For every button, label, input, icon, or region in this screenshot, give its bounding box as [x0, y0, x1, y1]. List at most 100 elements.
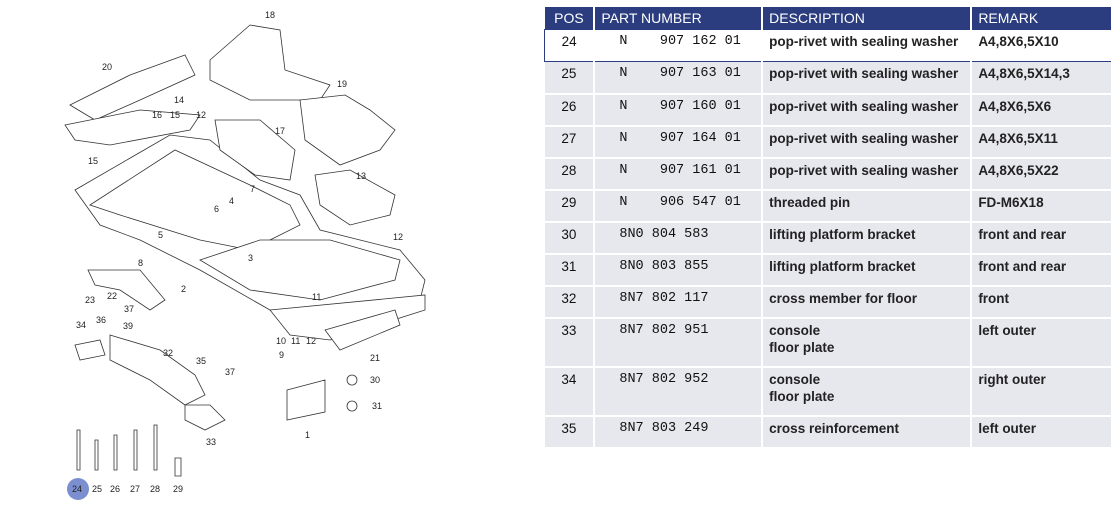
part-number-text: N 906 547 01 [619, 194, 741, 210]
cell-part-number: N 907 163 01 [594, 61, 764, 95]
callout: 25 [92, 484, 102, 494]
cell-pos: 31 [544, 253, 596, 287]
callout: 10 [276, 336, 286, 346]
callout: 35 [196, 356, 206, 366]
part-number-text: 8N7 802 117 [619, 290, 709, 306]
description-line: pop-rivet with sealing washer [769, 130, 959, 146]
description-line: threaded pin [769, 194, 851, 210]
selected-callout-highlight [67, 478, 89, 500]
cell-description: cross member for floor [762, 285, 973, 319]
part-number-text: N 907 162 01 [619, 34, 741, 49]
callout: 15 [170, 110, 180, 120]
cell-remark: A4,8X6,5X22 [971, 157, 1113, 191]
callout: 6 [214, 204, 219, 214]
callout: 24 [72, 484, 82, 494]
callout: 17 [275, 126, 285, 136]
table-row[interactable]: 27 N 907 164 01 pop-rivet with sealing was… [544, 125, 1113, 159]
callout: 9 [279, 350, 284, 360]
cell-description: pop-rivet with sealing washer [762, 157, 973, 191]
column-header-remark: REMARK [971, 7, 1113, 30]
cell-pos: 35 [544, 415, 596, 449]
cell-remark: A4,8X6,5X10 [971, 29, 1113, 62]
callout: 16 [152, 110, 162, 120]
part-number-text: 8N7 803 249 [619, 420, 709, 436]
callout: 19 [337, 79, 347, 89]
callout: 8 [138, 258, 143, 268]
description-line: lifting platform bracket [769, 226, 916, 242]
callout: 29 [173, 484, 183, 494]
callout: 18 [265, 10, 275, 20]
cell-pos: 26 [544, 93, 596, 127]
part-number-text: 8N0 804 583 [619, 226, 709, 242]
part-number-text: 8N7 802 951 [619, 322, 709, 338]
part-number-text: N 907 160 01 [619, 98, 741, 114]
part-number-text: 8N0 803 855 [619, 258, 709, 274]
column-header-part-number: PART NUMBER [594, 7, 764, 30]
description-line: lifting platform bracket [769, 258, 916, 274]
cell-pos: 25 [544, 61, 596, 95]
parts-diagram: 18 20 19 14 16 15 12 17 15 13 7 6 4 5 8 … [64, 10, 426, 500]
callout: 39 [123, 321, 133, 331]
cell-part-number: 8N7 802 952 [594, 366, 764, 417]
callout: 36 [96, 315, 106, 325]
callout: 20 [102, 62, 112, 72]
cell-pos: 27 [544, 125, 596, 159]
callout: 21 [370, 353, 380, 363]
callout: 1 [305, 430, 310, 440]
callout: 31 [372, 401, 382, 411]
description-line: floor plate [769, 388, 835, 404]
callout: 13 [356, 171, 366, 181]
cell-remark: left outer [971, 415, 1113, 449]
callout: 4 [229, 196, 234, 206]
callout-labels: 18 20 19 14 16 15 12 17 15 13 7 6 4 5 8 … [72, 10, 403, 494]
description-line: pop-rivet with sealing washer [769, 98, 959, 114]
part-number-text: N 907 164 01 [619, 130, 741, 146]
callout: 27 [130, 484, 140, 494]
description-line: pop-rivet with sealing washer [769, 34, 959, 49]
cell-remark: left outer [971, 317, 1113, 368]
callout: 3 [248, 253, 253, 263]
cell-part-number: N 906 547 01 [594, 189, 764, 223]
table-row[interactable]: 35 8N7 803 249 cross reinforcement left out… [544, 415, 1113, 449]
callout: 37 [225, 367, 235, 377]
cell-remark: right outer [971, 366, 1113, 417]
table-row[interactable]: 29 N 906 547 01 threaded pin FD-M6X18 [544, 189, 1113, 223]
callout: 7 [250, 184, 255, 194]
cell-pos: 28 [544, 157, 596, 191]
callout: 12 [393, 232, 403, 242]
cell-part-number: 8N0 803 855 [594, 253, 764, 287]
cell-remark: FD-M6X18 [971, 189, 1113, 223]
cell-remark: front and rear [971, 253, 1113, 287]
cell-pos: 29 [544, 189, 596, 223]
cell-part-number: N 907 164 01 [594, 125, 764, 159]
description-line: console [769, 371, 821, 387]
callout: 15 [88, 156, 98, 166]
table-row[interactable]: 26 N 907 160 01 pop-rivet with sealing was… [544, 93, 1113, 127]
callout: 34 [76, 320, 86, 330]
table-row[interactable]: 31 8N0 803 855 lifting platform bracket fro… [544, 253, 1113, 287]
callout: 23 [85, 295, 95, 305]
description-line: cross reinforcement [769, 420, 899, 436]
cell-remark: A4,8X6,5X11 [971, 125, 1113, 159]
diagram-artwork [64, 24, 426, 477]
cell-pos: 34 [544, 366, 596, 417]
description-line: console [769, 322, 821, 338]
column-header-pos: POS [544, 7, 596, 30]
cell-remark: A4,8X6,5X6 [971, 93, 1113, 127]
cell-description: pop-rivet with sealing washer [762, 93, 973, 127]
cell-remark: front [971, 285, 1113, 319]
cell-description: pop-rivet with sealing washer [762, 125, 973, 159]
cell-part-number: N 907 160 01 [594, 93, 764, 127]
part-number-text: N 907 163 01 [619, 66, 741, 81]
callout: 32 [163, 348, 173, 358]
